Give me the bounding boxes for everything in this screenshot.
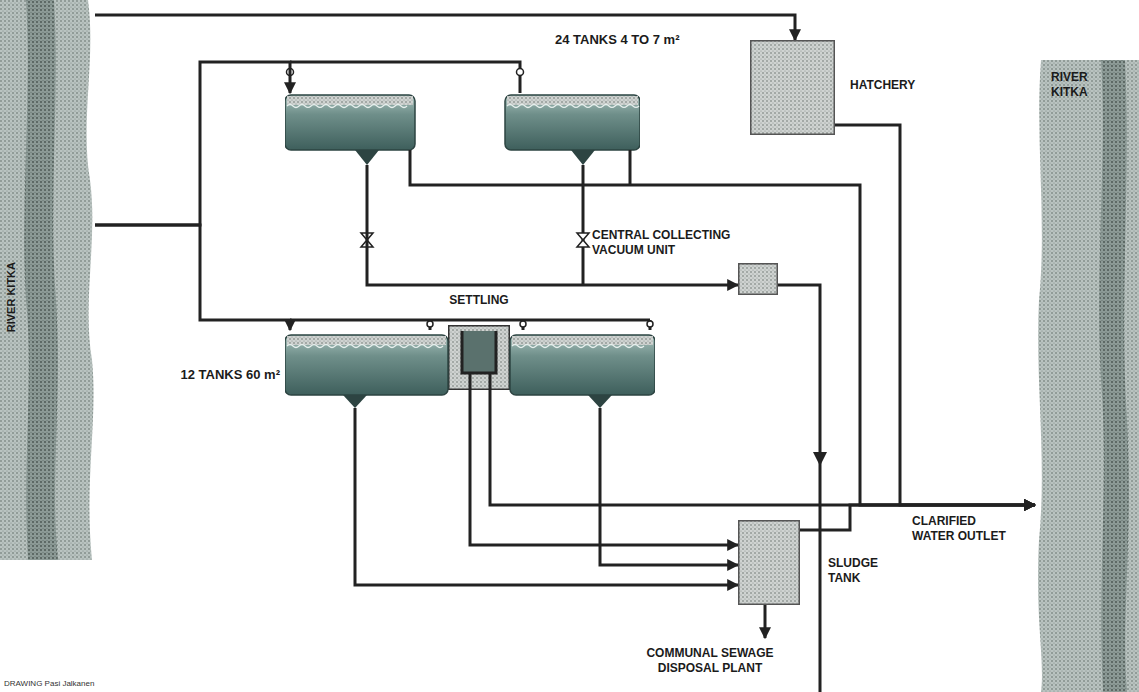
- tank-group: 12 TANKS 60 m²: [285, 330, 655, 408]
- river-band: RIVER KITKA: [0, 0, 95, 560]
- vacuum-unit-box: CENTRAL COLLECTING VACUUM UNIT: [738, 263, 778, 295]
- flow-pipe: [490, 390, 1035, 505]
- flow-pipe: [95, 225, 290, 330]
- node-label: RIVER KITKA: [5, 262, 18, 332]
- shape-drawing: [1035, 60, 1139, 692]
- tap-symbol: [427, 321, 433, 327]
- flow-pipe: [410, 165, 1035, 505]
- flow-pipe: [95, 15, 795, 40]
- flow-pipe: [95, 62, 290, 225]
- sludge-pipe: [600, 408, 738, 565]
- tap-symbol: [647, 321, 653, 327]
- shape-drawing: [448, 325, 510, 390]
- outlet-label: CLARIFIED WATER OUTLET: [912, 514, 1012, 544]
- credit-note: DRAWING Pasi Jalkanen: [4, 679, 164, 689]
- sewage-pipe: [764, 605, 767, 638]
- node-label: SLUDGE TANK: [828, 556, 890, 586]
- flow-pipe: [367, 165, 738, 285]
- shape-drawing: [285, 93, 640, 165]
- flow-pipe: [835, 125, 1035, 505]
- sludge-tank-box: SLUDGE TANK: [738, 520, 800, 605]
- node-label: RIVER KITKA: [1051, 70, 1097, 100]
- flow-pipe: [470, 390, 738, 545]
- flow-pipe: [355, 408, 738, 585]
- node-label: HATCHERY: [850, 78, 960, 93]
- node-label: SETTLING: [426, 293, 532, 308]
- destination-label: COMMUNAL SEWAGE DISPOSAL PLANT: [620, 646, 800, 676]
- vacuum-pipe: [582, 165, 585, 285]
- tap-symbol: [517, 69, 524, 76]
- node-label: 12 TANKS 60 m²: [140, 367, 280, 383]
- hatchery-box: HATCHERY: [750, 40, 835, 135]
- flow-arrow: [813, 452, 827, 466]
- outlet-pipe: [629, 165, 632, 185]
- valve-symbol: [577, 233, 589, 247]
- tank-group: 24 TANKS 4 TO 7 m²: [285, 93, 640, 165]
- inlet-pipe: [290, 319, 650, 322]
- settling-pit: SETTLING: [448, 325, 510, 390]
- node-label: CENTRAL COLLECTING VACUUM UNIT: [592, 228, 732, 258]
- vacuum-discharge-pipe: [778, 285, 820, 692]
- shape-drawing: [750, 40, 835, 135]
- node-label: 24 TANKS 4 TO 7 m²: [555, 32, 745, 48]
- inlet-pipe: [290, 62, 520, 93]
- river-band: RIVER KITKA: [1035, 60, 1139, 692]
- tap-symbol: [520, 321, 526, 327]
- shape-drawing: [738, 263, 778, 295]
- shape-drawing: [285, 330, 655, 408]
- shape-drawing: [738, 520, 800, 605]
